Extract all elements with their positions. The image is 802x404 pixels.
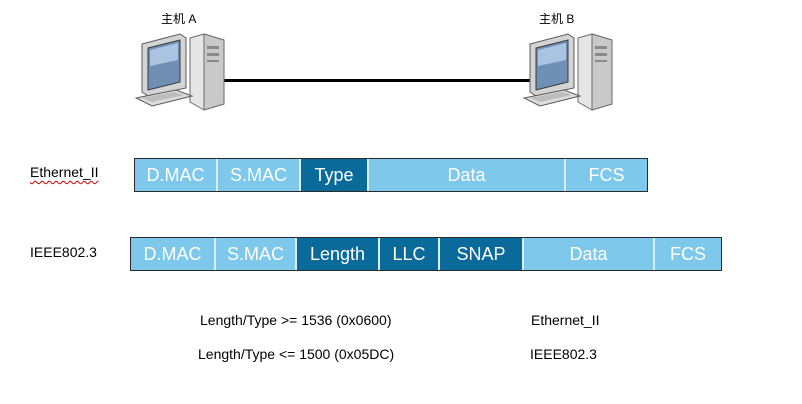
ieee802-3-frame: D.MAC S.MAC Length LLC SNAP Data FCS [130, 237, 722, 271]
ethernet-ii-dmac-field: D.MAC [135, 159, 218, 191]
computer-b-icon [522, 33, 613, 111]
ieee802-3-llc-field: LLC [380, 238, 440, 270]
ieee802-3-snap-field: SNAP [440, 238, 524, 270]
ieee802-3-length-field: Length [297, 238, 380, 270]
rule-ethernet-ii-condition: Length/Type >= 1536 (0x0600) [200, 312, 392, 328]
ethernet-ii-data-field: Data [369, 159, 566, 191]
host-a-label: 主机 A [161, 12, 197, 26]
ethernet-ii-frame: D.MAC S.MAC Type Data FCS [134, 158, 648, 192]
rule-ethernet-ii-result: Ethernet_II [531, 312, 600, 328]
rule-ieee802-3-condition: Length/Type <= 1500 (0x05DC) [198, 346, 395, 362]
ethernet-ii-fcs-field: FCS [566, 159, 647, 191]
ieee802-3-frame-label: IEEE802.3 [30, 244, 97, 260]
ieee802-3-smac-field: S.MAC [216, 238, 297, 270]
rule-ieee802-3-result: IEEE802.3 [530, 346, 597, 362]
ieee802-3-fcs-field: FCS [655, 238, 721, 270]
ethernet-ii-smac-field: S.MAC [218, 159, 301, 191]
computer-a-icon [134, 33, 225, 111]
ethernet-ii-frame-label: Ethernet_II [30, 164, 99, 180]
host-b-label: 主机 B [539, 12, 575, 26]
ieee802-3-data-field: Data [524, 238, 655, 270]
ethernet-ii-type-field: Type [301, 159, 369, 191]
network-link-line [222, 79, 530, 82]
ieee802-3-dmac-field: D.MAC [131, 238, 216, 270]
